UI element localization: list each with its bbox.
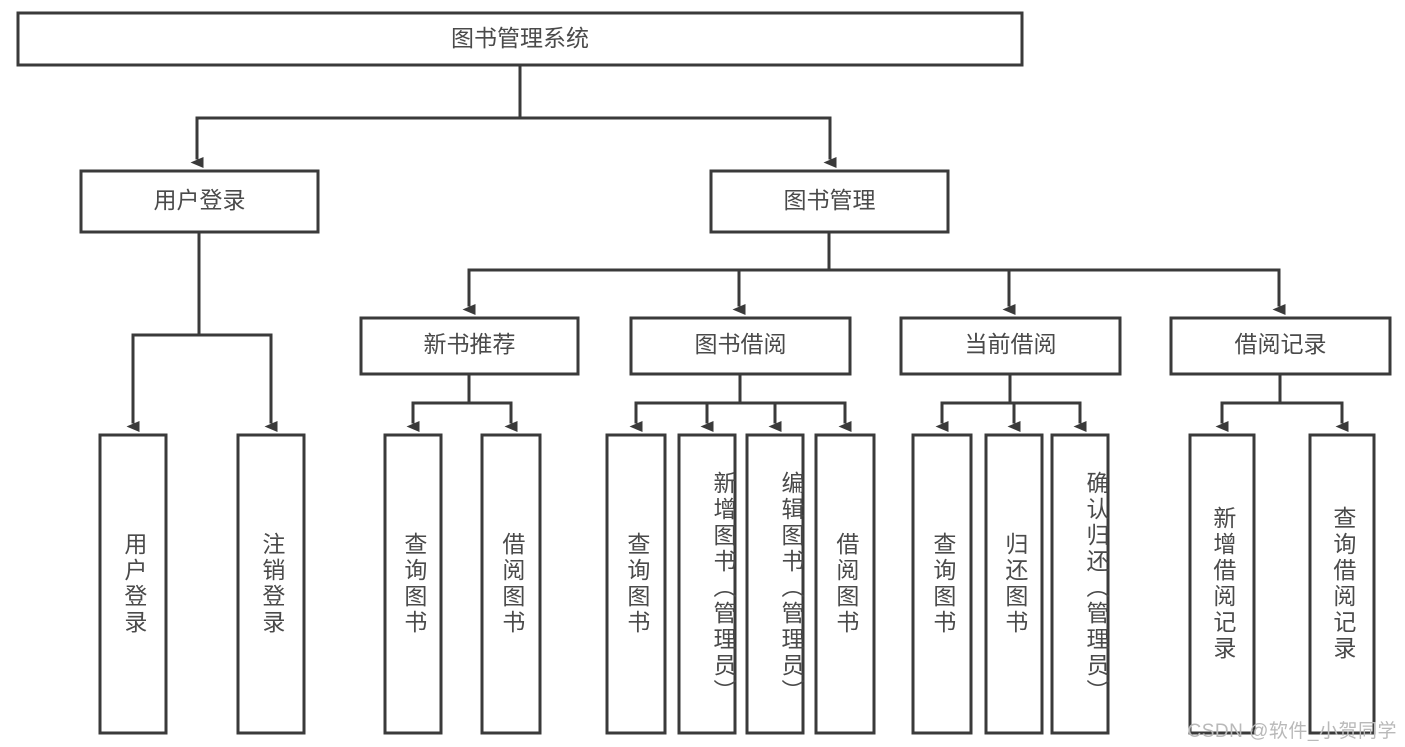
leaf-box-borrow-book[interactable]: [814, 433, 876, 735]
node-root[interactable]: 图书管理系统: [16, 11, 1024, 67]
node-book-management-label: 图书管理: [784, 187, 876, 213]
leaf-box-add-borrow-record[interactable]: [1188, 433, 1256, 735]
node-current-borrow-box: [899, 316, 1122, 376]
connector-user-login-to-leaves: [126, 230, 278, 432]
leaf-box-user-login[interactable]: [98, 433, 168, 735]
node-user-login-label: 用户登录: [154, 187, 246, 213]
connector-book-management-to-level3: [462, 230, 1286, 315]
leaf-box-query-borrow-record[interactable]: [1308, 433, 1376, 735]
node-book-borrow[interactable]: 图书借阅: [629, 316, 852, 376]
leaf-box-confirm-return-admin[interactable]: [1050, 433, 1110, 735]
node-current-borrow[interactable]: 当前借阅: [899, 316, 1122, 376]
node-book-management[interactable]: 图书管理: [709, 169, 950, 234]
connector-root-to-level2: [190, 63, 837, 168]
node-current-borrow-label: 当前借阅: [965, 331, 1057, 357]
leaf-box-query-book-current[interactable]: [911, 433, 973, 735]
leaf-box-query-book-borrow[interactable]: [605, 433, 667, 735]
connector-book-borrow-to-leaves: [629, 372, 852, 432]
node-user-login[interactable]: 用户登录: [79, 169, 320, 234]
node-borrow-record-label: 借阅记录: [1235, 331, 1327, 357]
node-root-box: [16, 11, 1024, 67]
leaf-box-query-book-recommend[interactable]: [383, 433, 443, 735]
leaf-box-borrow-book-recommend[interactable]: [480, 433, 542, 735]
leaf-box-edit-book-admin[interactable]: [745, 433, 805, 735]
leaf-box-logout[interactable]: [236, 433, 306, 735]
node-root-label: 图书管理系统: [451, 25, 589, 51]
connector-borrow-record-to-leaves: [1215, 372, 1349, 432]
node-book-borrow-label: 图书借阅: [695, 331, 787, 357]
connector-new-book-recommend-to-leaves: [406, 372, 518, 432]
leaf-boxes: [98, 433, 1376, 735]
node-new-book-recommend[interactable]: 新书推荐: [359, 316, 580, 376]
watermark-text: CSDN @软件_小贺同学: [1187, 721, 1397, 742]
leaf-box-add-book-admin[interactable]: [677, 433, 737, 735]
node-user-login-box: [79, 169, 320, 234]
node-borrow-record[interactable]: 借阅记录: [1169, 316, 1392, 376]
node-new-book-recommend-box: [359, 316, 580, 376]
node-new-book-recommend-label: 新书推荐: [424, 331, 516, 357]
leaf-box-return-book[interactable]: [984, 433, 1044, 735]
connector-current-borrow-to-leaves: [935, 372, 1087, 432]
